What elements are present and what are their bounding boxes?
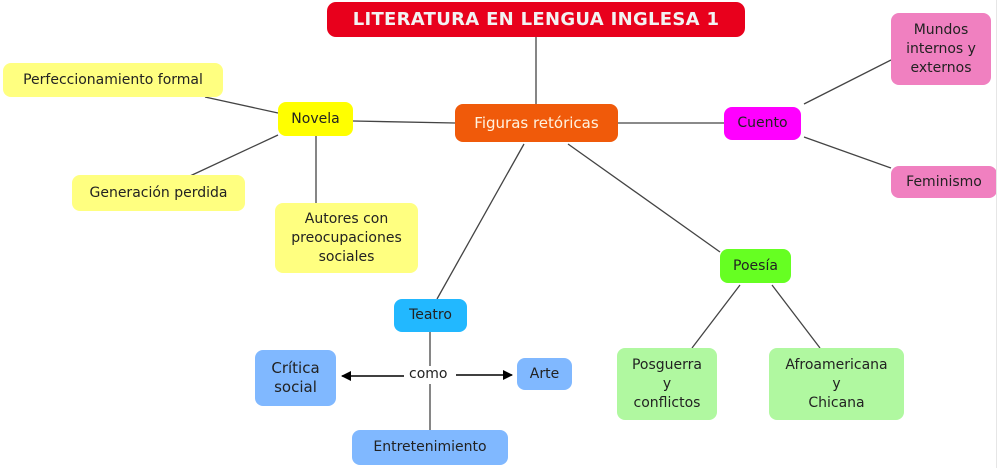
node-autores-preocupaciones-sociales[interactable]: Autores con preocupaciones sociales [275,203,418,273]
node-entretenimiento[interactable]: Entretenimiento [352,430,508,465]
node-teatro[interactable]: Teatro [394,299,467,332]
node-label: Novela [291,110,340,127]
node-label: Poesía [733,257,778,274]
node-novela[interactable]: Novela [278,102,353,136]
node-label: Posguerra y conflictos [631,356,703,411]
node-figuras-retoricas[interactable]: Figuras retóricas [455,104,618,142]
node-label: Mundos internos y externos [906,21,976,76]
node-label: Crítica social [271,359,320,396]
node-critica-social[interactable]: Crítica social [255,350,336,406]
node-label: Feminismo [906,173,982,190]
node-poesia[interactable]: Poesía [720,249,791,283]
node-label: Autores con preocupaciones sociales [291,210,402,265]
node-posguerra-conflictos[interactable]: Posguerra y conflictos [617,348,717,420]
node-label: Figuras retóricas [474,113,599,132]
node-generacion-perdida[interactable]: Generación perdida [72,175,245,211]
node-label: Perfeccionamiento formal [23,71,203,88]
title-label: LITERATURA EN LENGUA INGLESA 1 [352,9,720,30]
node-arte[interactable]: Arte [517,358,572,390]
title-node[interactable]: LITERATURA EN LENGUA INGLESA 1 [327,2,745,37]
node-label: Afroamericana y Chicana [785,356,888,411]
node-mundos-internos-externos[interactable]: Mundos internos y externos [891,13,991,85]
node-label: Teatro [409,307,452,323]
node-feminismo[interactable]: Feminismo [891,166,997,198]
link-label-como: como [405,366,452,382]
node-label: Entretenimiento [373,439,487,455]
node-perfeccionamiento-formal[interactable]: Perfeccionamiento formal [3,63,223,97]
node-label: Generación perdida [89,184,228,201]
node-afroamericana-chicana[interactable]: Afroamericana y Chicana [769,348,904,420]
right-border-divider [996,0,997,468]
node-label: Arte [529,365,560,382]
node-cuento[interactable]: Cuento [724,107,801,140]
node-label: Cuento [737,115,788,131]
